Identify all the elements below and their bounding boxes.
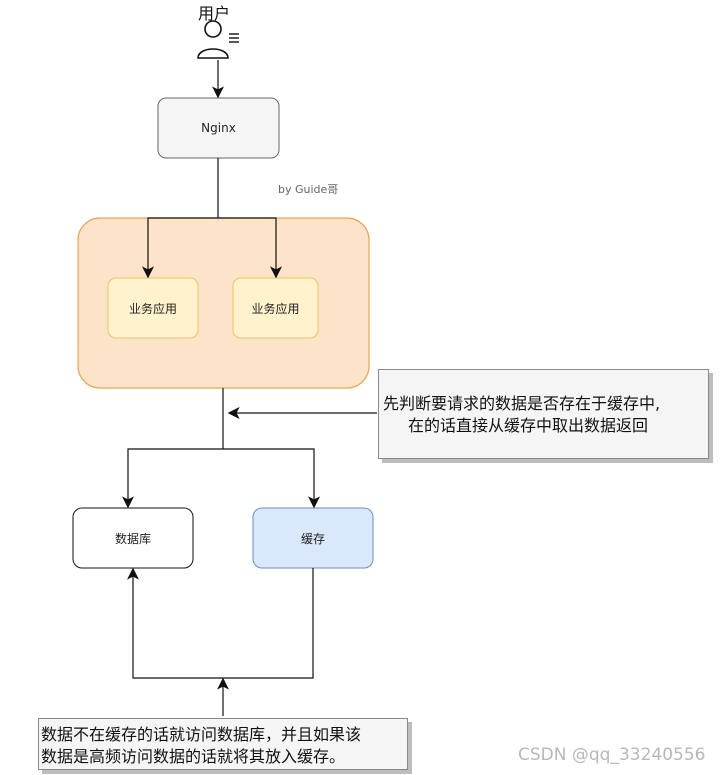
arrow-cache-to-database [127,567,314,679]
arrow-nginx-to-service-right [218,217,282,279]
service-node-left: 业务应用 [108,278,198,338]
database-label: 数据库 [114,531,151,546]
arrow-to-database [122,448,223,509]
cache-note-line-1: 先判断要请求的数据是否存在于缓存中, [383,394,661,413]
database-node: 数据库 [73,508,193,568]
user-icon [197,20,239,59]
service-label: 业务应用 [128,301,177,316]
arrow-to-cache [223,448,320,509]
cache-node: 缓存 [253,508,373,568]
db-note-line-1: 数据不在缓存的话就访问数据库，并且如果该 [41,725,362,744]
user-label: 用户 [198,4,231,23]
cache-note-line-2: 在的话直接从缓存中取出数据返回 [408,416,649,435]
nginx-label: Nginx [201,121,236,135]
cache-check-note: 先判断要请求的数据是否存在于缓存中, 在的话直接从缓存中取出数据返回 [378,369,709,459]
nginx-node: Nginx [158,98,279,158]
cache-label: 缓存 [300,531,325,546]
db-note-line-2: 数据是高频访问数据的话就将其放入缓存。 [41,747,346,766]
source-watermark: CSDN @qq_33240556 [518,745,706,765]
service-label: 业务应用 [251,301,300,316]
database-fallback-note: 数据不在缓存的话就访问数据库，并且如果该 数据是高频访问数据的话就将其放入缓存。 [38,718,408,770]
service-node-right: 业务应用 [233,278,318,338]
author-credit: by Guide哥 [278,183,339,196]
arrow-nginx-to-service-left [142,217,218,279]
